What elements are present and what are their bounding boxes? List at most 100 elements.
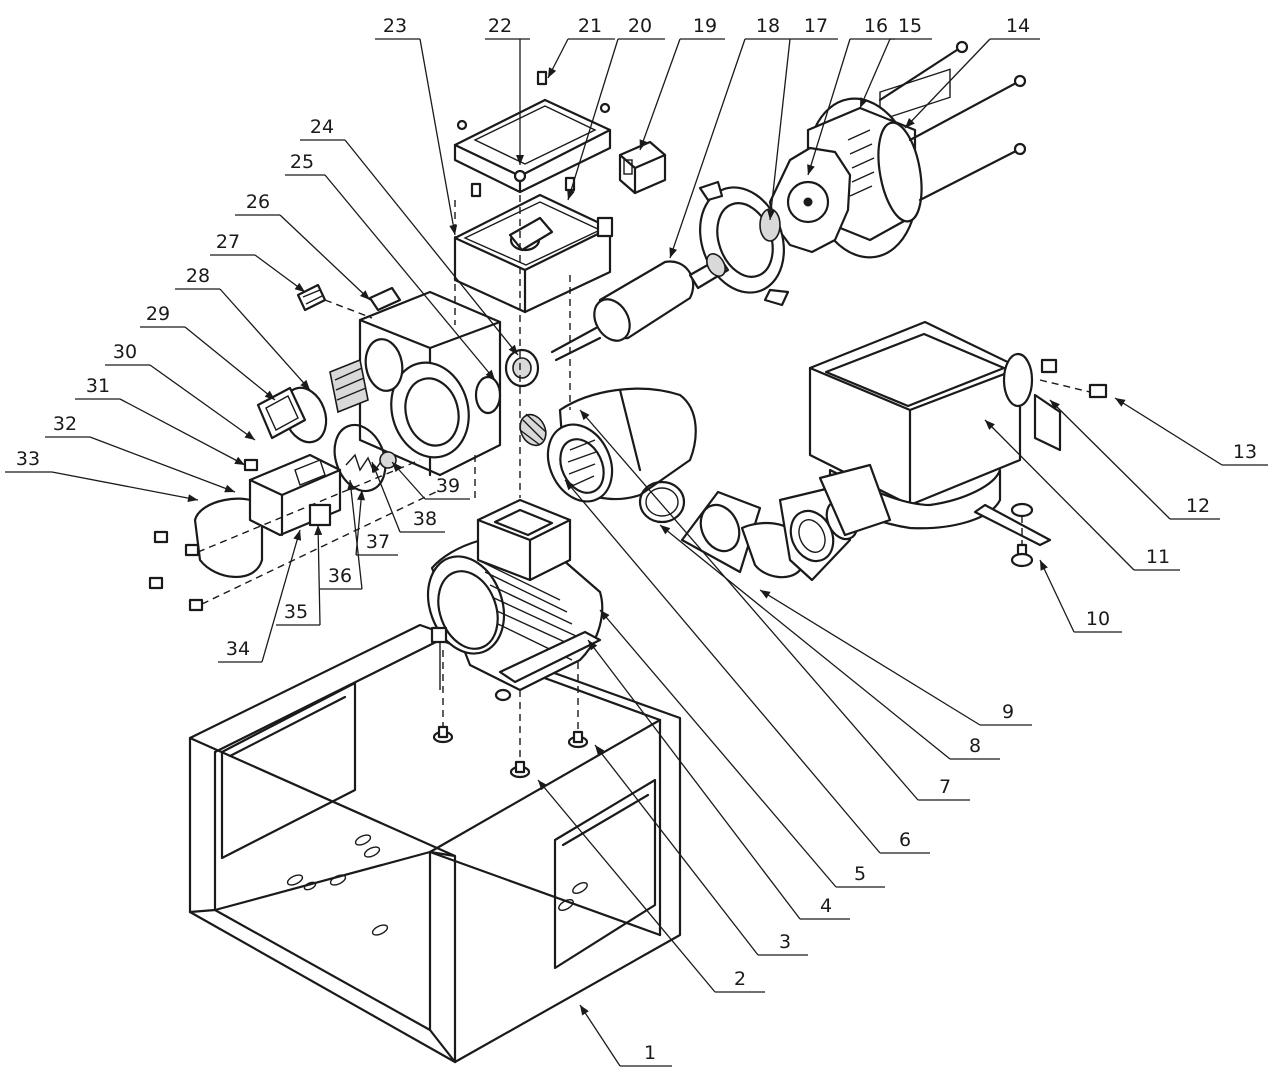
callout-leader-15 <box>859 38 891 109</box>
callout-arrowhead-26 <box>359 290 370 300</box>
strainer-screen <box>329 358 369 414</box>
callout-number-10: 10 <box>1086 608 1110 630</box>
callout-leader-18 <box>669 38 746 259</box>
bypass-valve <box>248 453 342 537</box>
o-ring <box>638 480 686 524</box>
callout-arrowhead-4 <box>588 640 598 651</box>
callout-arrowhead-32 <box>224 484 235 493</box>
callout-number-13: 13 <box>1233 441 1257 463</box>
callout-number-39: 39 <box>436 475 460 497</box>
callout-leader-23 <box>419 38 456 236</box>
callout-number-4: 4 <box>820 895 832 917</box>
flow-meter <box>808 68 1108 568</box>
callout-arrowhead-21 <box>548 67 557 78</box>
callout-leader-29 <box>184 326 276 401</box>
callout-arrowhead-11 <box>985 420 995 430</box>
callout-arrowhead-19 <box>639 139 648 150</box>
callout-leader-31 <box>119 398 246 466</box>
callout-leader-30 <box>149 364 256 441</box>
callout-arrowhead-31 <box>234 456 245 465</box>
callout-number-8: 8 <box>969 735 981 757</box>
callout-leader-17 <box>769 38 791 221</box>
callout-arrowhead-27 <box>294 282 305 292</box>
power-switch <box>618 140 667 195</box>
callout-leader-9 <box>759 589 981 726</box>
callout-number-28: 28 <box>186 265 210 287</box>
callout-arrowhead-15 <box>860 97 868 108</box>
junction-box <box>453 176 614 314</box>
callout-leader-37 <box>355 489 363 556</box>
assembly-axes <box>454 195 571 498</box>
callout-arrowhead-20 <box>567 189 575 200</box>
callout-number-30: 30 <box>113 341 137 363</box>
callout-number-22: 22 <box>488 15 512 37</box>
callout-number-17: 17 <box>804 15 828 37</box>
callout-arrowhead-1 <box>580 1005 589 1016</box>
callout-number-11: 11 <box>1146 546 1170 568</box>
callout-arrowhead-22 <box>516 155 524 165</box>
base-frame <box>188 623 682 1064</box>
callout-arrowhead-13 <box>1115 398 1126 407</box>
rotor-shaft <box>550 253 730 362</box>
callout-number-21: 21 <box>578 15 602 37</box>
callout-leader-8 <box>659 524 951 760</box>
callout-arrowhead-23 <box>449 224 458 235</box>
callout-leader-33 <box>51 471 199 501</box>
callout-arrowhead-7 <box>580 410 590 421</box>
elbow-flange <box>680 486 859 582</box>
callout-arrowhead-30 <box>244 430 255 440</box>
bearing <box>504 348 540 388</box>
callout-number-7: 7 <box>939 776 951 798</box>
callout-arrowhead-24 <box>508 344 518 355</box>
callout-number-36: 36 <box>328 565 352 587</box>
callout-number-15: 15 <box>898 15 922 37</box>
callout-arrowhead-16 <box>807 164 815 175</box>
callout-leader-32 <box>89 436 236 493</box>
plug-fitting <box>296 283 373 319</box>
callout-leader-4 <box>587 639 801 920</box>
callout-number-26: 26 <box>246 191 270 213</box>
callout-number-18: 18 <box>756 15 780 37</box>
callout-arrowhead-37 <box>357 490 366 501</box>
callout-arrowhead-2 <box>538 780 548 791</box>
callout-leader-25 <box>324 174 496 381</box>
callout-arrowhead-17 <box>767 209 776 220</box>
callout-number-2: 2 <box>734 968 746 990</box>
callout-labels: 1234567891011121314151617181920212223242… <box>5 15 1268 1067</box>
callout-number-5: 5 <box>854 863 866 885</box>
callout-arrowhead-35 <box>314 525 323 536</box>
callout-number-29: 29 <box>146 303 170 325</box>
callout-arrowhead-29 <box>264 390 275 400</box>
callout-leader-11 <box>984 419 1135 571</box>
callout-number-27: 27 <box>216 231 240 253</box>
callout-arrowhead-9 <box>760 590 771 599</box>
end-plate-screws <box>148 458 441 612</box>
callout-number-16: 16 <box>864 15 888 37</box>
callout-arrowhead-5 <box>600 610 610 621</box>
callout-arrowhead-38 <box>372 462 380 473</box>
callout-leader-13 <box>1114 397 1223 466</box>
callout-leader-16 <box>807 38 851 176</box>
callout-number-33: 33 <box>16 448 40 470</box>
callout-leader-38 <box>371 461 401 533</box>
callout-leader-5 <box>599 609 837 888</box>
callout-leaders <box>51 38 1223 1067</box>
callout-leader-27 <box>254 254 306 293</box>
callout-arrowhead-10 <box>1040 560 1048 571</box>
callout-leader-26 <box>279 214 371 301</box>
callout-number-23: 23 <box>383 15 407 37</box>
callout-number-3: 3 <box>779 931 791 953</box>
fan-bracket <box>698 180 790 307</box>
cover-plate <box>193 497 264 578</box>
callout-arrowhead-3 <box>595 745 605 756</box>
callout-number-1: 1 <box>644 1042 656 1064</box>
callout-leader-12 <box>1049 399 1171 520</box>
callout-arrowhead-33 <box>187 494 198 503</box>
callout-leader-34 <box>261 529 301 663</box>
callout-arrowhead-18 <box>669 247 678 258</box>
callout-number-9: 9 <box>1002 701 1014 723</box>
callout-number-35: 35 <box>284 601 308 623</box>
callout-arrowhead-8 <box>660 525 671 535</box>
callout-arrowhead-28 <box>300 379 310 390</box>
callout-arrowhead-34 <box>293 530 302 541</box>
